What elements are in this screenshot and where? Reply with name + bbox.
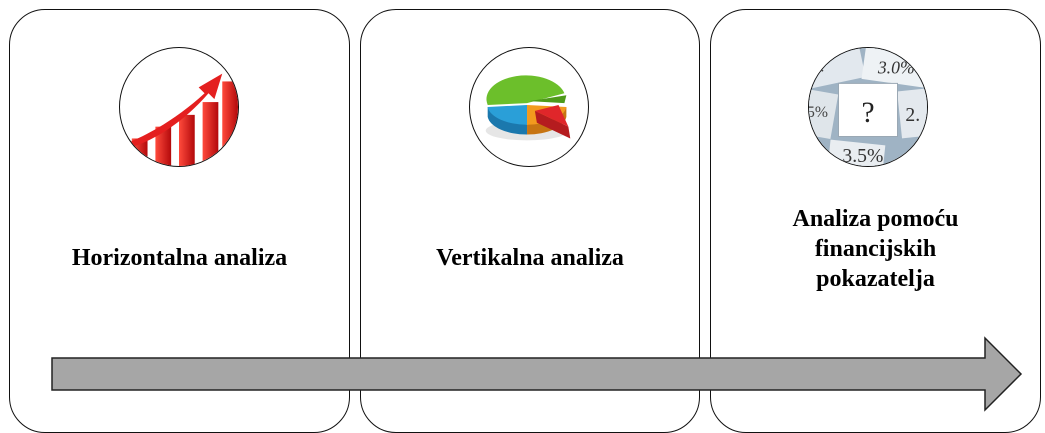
rising-bar-chart-icon: [119, 47, 239, 167]
panel-vertical-analysis: Vertikalna analiza: [360, 9, 700, 433]
percent-text: 6.: [813, 59, 825, 76]
ratio-analysis-label: Analiza pomoću financijskih pokazatelja: [711, 204, 1040, 294]
question-mark: ?: [861, 97, 874, 129]
percentage-question-icon: ? 3.0% 6. 2. 3.5% 5%: [808, 47, 928, 167]
label-line: financijskih: [814, 236, 937, 262]
panel-ratio-analysis: ? 3.0% 6. 2. 3.5% 5% Analiza pomoću fina…: [710, 9, 1041, 433]
vertical-analysis-label: Vertikalna analiza: [436, 245, 624, 271]
pie-chart-icon: [469, 47, 589, 167]
percent-text: 3.5%: [842, 145, 883, 166]
label-line: pokazatelja: [816, 266, 935, 292]
horizontal-analysis-label: Horizontalna analiza: [71, 245, 288, 271]
label-line: Analiza pomoću: [792, 206, 959, 232]
percent-text: 5%: [809, 104, 828, 121]
panel-horizontal-analysis: Horizontalna analiza: [9, 9, 350, 433]
percent-text: 2.: [905, 104, 920, 126]
percent-text: 3.0%: [877, 58, 915, 78]
